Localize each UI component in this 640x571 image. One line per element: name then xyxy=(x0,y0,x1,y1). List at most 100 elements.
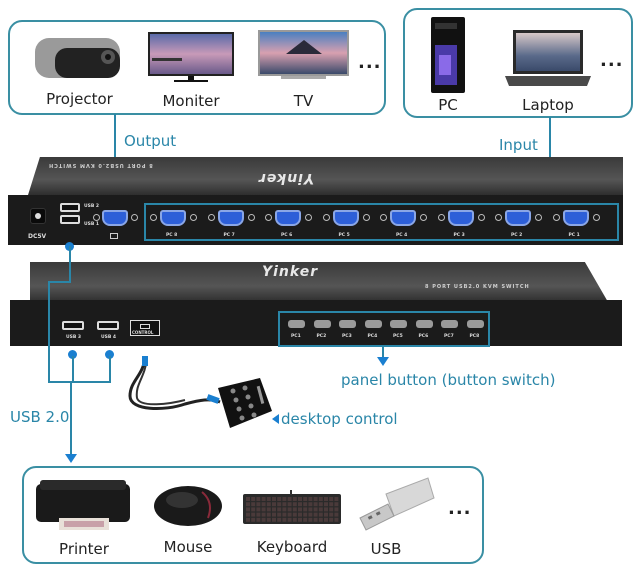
keyboard-icon xyxy=(243,490,341,524)
usb-label-4: USB 4 xyxy=(101,335,117,340)
device-label-printer: Printer xyxy=(59,540,109,558)
switch-button[interactable] xyxy=(288,320,305,328)
keyboard-key xyxy=(256,497,261,501)
pc-port-label: PC 2 xyxy=(511,233,523,238)
usb4-line xyxy=(109,356,111,382)
keyboard-key xyxy=(256,502,261,507)
pc-port-label: PC 8 xyxy=(166,233,178,238)
usb4-connector-dot xyxy=(105,350,114,359)
pc-port-label: PC 6 xyxy=(281,233,293,238)
button-label: PC6 xyxy=(418,334,429,339)
keyboard-key xyxy=(318,517,323,522)
usb-drive-icon xyxy=(359,477,435,531)
switch-button[interactable] xyxy=(441,320,458,328)
screw-icon xyxy=(322,214,330,221)
screw-icon xyxy=(265,214,272,221)
keyboard-key xyxy=(292,517,297,522)
vga-connector[interactable] xyxy=(275,210,301,226)
switch-button[interactable] xyxy=(313,320,331,328)
power-label: DC5V xyxy=(28,233,47,240)
screw-icon xyxy=(190,214,197,221)
keyboard-key xyxy=(246,517,250,522)
laptop-icon xyxy=(505,30,591,86)
keyboard-key xyxy=(246,507,250,512)
keyboard-key xyxy=(308,517,313,522)
keyboard-key xyxy=(308,497,313,501)
usb3-connector-dot xyxy=(68,350,77,359)
device-label-tv: TV xyxy=(293,92,314,110)
pc-ports-highlight xyxy=(144,203,619,241)
keyboard-key xyxy=(256,507,261,512)
usb-port-1[interactable] xyxy=(60,215,80,224)
kvm-back-model: 8 PORT USB2.0 KVM SWITCH xyxy=(48,162,153,168)
switch-button[interactable] xyxy=(390,320,407,328)
keyboard-key xyxy=(308,502,313,507)
keyboard-key xyxy=(277,497,282,501)
keyboard-key xyxy=(313,497,318,501)
keyboard-key xyxy=(277,502,282,507)
keyboard-key xyxy=(266,512,271,517)
button-label: PC7 xyxy=(444,334,454,339)
switch-button[interactable] xyxy=(466,320,484,328)
vga-connector[interactable] xyxy=(505,210,531,226)
vga-connector[interactable] xyxy=(447,210,474,226)
device-label-pc: PC xyxy=(438,96,458,114)
panel-button-arrow xyxy=(377,357,389,366)
usb-label-3: USB 3 xyxy=(66,335,82,340)
control-port[interactable]: CONTROL xyxy=(130,320,160,336)
keyboard-key xyxy=(329,507,334,512)
vga-connector[interactable] xyxy=(390,210,416,226)
more-input-devices: ... xyxy=(600,50,624,71)
keyboard-key xyxy=(324,517,328,522)
device-label-monitor: Moniter xyxy=(162,92,220,110)
switch-button[interactable] xyxy=(415,320,433,328)
keyboard-key xyxy=(272,517,276,522)
keyboard-key xyxy=(256,517,261,522)
keyboard-key xyxy=(318,497,323,501)
keyboard-key xyxy=(272,497,276,501)
keyboard-key xyxy=(292,502,297,507)
keyboard-key xyxy=(282,507,287,512)
vga-connector[interactable] xyxy=(332,210,359,226)
keyboard-key xyxy=(287,512,292,517)
keyboard-key xyxy=(266,517,271,522)
screw-icon xyxy=(477,214,485,221)
usb-port-3[interactable] xyxy=(62,321,84,330)
keyboard-key xyxy=(272,507,276,512)
usb-label-1: USB 1 xyxy=(84,222,100,227)
keyboard-key xyxy=(329,512,334,517)
keyboard-key xyxy=(303,512,308,517)
usb-port-4[interactable] xyxy=(97,321,119,330)
tv-icon xyxy=(258,30,349,79)
vga-connector[interactable] xyxy=(562,210,589,226)
keyboard-key xyxy=(298,497,302,501)
keyboard-key xyxy=(282,502,287,507)
screw-icon xyxy=(362,214,370,221)
keyboard-key xyxy=(282,512,287,517)
panel-button-line xyxy=(382,347,384,359)
keyboard-key xyxy=(329,497,334,501)
keyboard-key xyxy=(251,502,256,507)
keyboard-key xyxy=(287,507,292,512)
keyboard-key xyxy=(318,502,323,507)
vga-connector[interactable] xyxy=(160,210,186,226)
vga-output-port[interactable] xyxy=(102,210,128,226)
usb-back-line xyxy=(69,246,71,281)
keyboard-key xyxy=(298,502,302,507)
keyboard-key xyxy=(303,517,308,522)
keyboard-key xyxy=(324,512,328,517)
usb3-line xyxy=(72,356,74,382)
switch-button[interactable] xyxy=(339,320,356,328)
keyboard-key xyxy=(334,512,339,517)
switch-button[interactable] xyxy=(364,320,382,328)
keyboard-key xyxy=(251,517,256,522)
screw-icon xyxy=(207,214,215,221)
usb-back-hline xyxy=(48,281,71,283)
button-label: PC2 xyxy=(316,334,327,339)
output-devices-box: Projector Moniter TV ... xyxy=(8,20,386,115)
button-label: PC3 xyxy=(342,334,352,339)
keyboard-key xyxy=(287,502,292,507)
vga-connector[interactable] xyxy=(217,210,244,226)
device-label-keyboard: Keyboard xyxy=(256,538,328,556)
usb-port-2[interactable] xyxy=(60,203,80,212)
